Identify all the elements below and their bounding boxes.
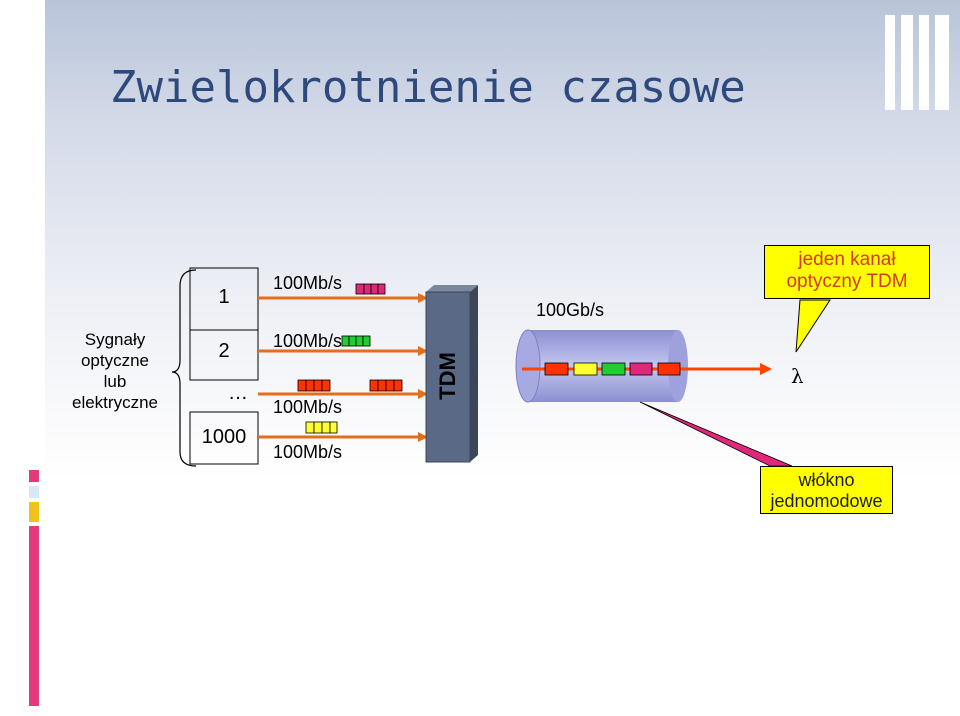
callout-fiber: włókno jednomodowe — [760, 466, 893, 514]
rate-label-1: 100Mb/s — [273, 273, 343, 293]
callout-channel-line: optyczny TDM — [786, 271, 908, 292]
input-box-2 — [189, 329, 259, 381]
input-number-2: 2 — [218, 340, 230, 362]
signals-label-line: Sygnały — [84, 330, 146, 349]
left-brace — [171, 269, 197, 373]
corner-decoration — [885, 15, 949, 110]
slide-title: Zwielokrotnienie czasowe — [110, 62, 746, 113]
fiber-end-left — [515, 329, 541, 403]
input-ellipsis: … — [228, 382, 248, 404]
mux-packet-yellow — [573, 362, 598, 376]
left-brace — [171, 371, 197, 467]
callout-fiber-line: jednomodowe — [770, 491, 883, 511]
callout-fiber-line: włókno — [798, 470, 855, 490]
mux-packet-red-2 — [657, 362, 681, 376]
tdm-box — [425, 291, 471, 463]
tdm-box-side — [470, 285, 478, 462]
signals-label-line: optyczne — [80, 351, 150, 370]
rate-label-3: 100Mb/s — [273, 397, 343, 417]
tdm-box-top — [426, 285, 478, 292]
packet-group-red — [297, 379, 403, 392]
rate-label-2: 100Mb/s — [273, 331, 343, 351]
packet-group-pink — [355, 283, 386, 295]
left-decoration — [29, 470, 39, 706]
callout-channel-line: jeden kanał — [798, 249, 896, 270]
signals-label: Sygnały optyczne lub elektryczne — [60, 329, 170, 413]
packet-group-green — [341, 335, 371, 347]
mux-packet-pink — [629, 362, 653, 376]
input-number-1000: 1000 — [201, 426, 247, 448]
rate-label-4: 100Mb/s — [273, 442, 343, 462]
slide-background — [45, 0, 960, 716]
callout-pointer-channel — [795, 299, 831, 353]
callout-channel: jeden kanał optyczny TDM — [764, 245, 930, 299]
output-rate-label: 100Gb/s — [536, 300, 605, 320]
signals-label-line: lub — [103, 372, 127, 391]
mux-packet-green — [601, 362, 626, 376]
mux-packet-red — [544, 362, 569, 376]
callout-pointer-fiber — [639, 401, 793, 467]
input-number-1: 1 — [218, 286, 230, 308]
packet-group-yellow — [305, 421, 338, 434]
tdm-label: TDM — [435, 352, 460, 400]
signals-label-line: elektryczne — [72, 393, 158, 412]
lambda-symbol: λ — [791, 364, 804, 388]
